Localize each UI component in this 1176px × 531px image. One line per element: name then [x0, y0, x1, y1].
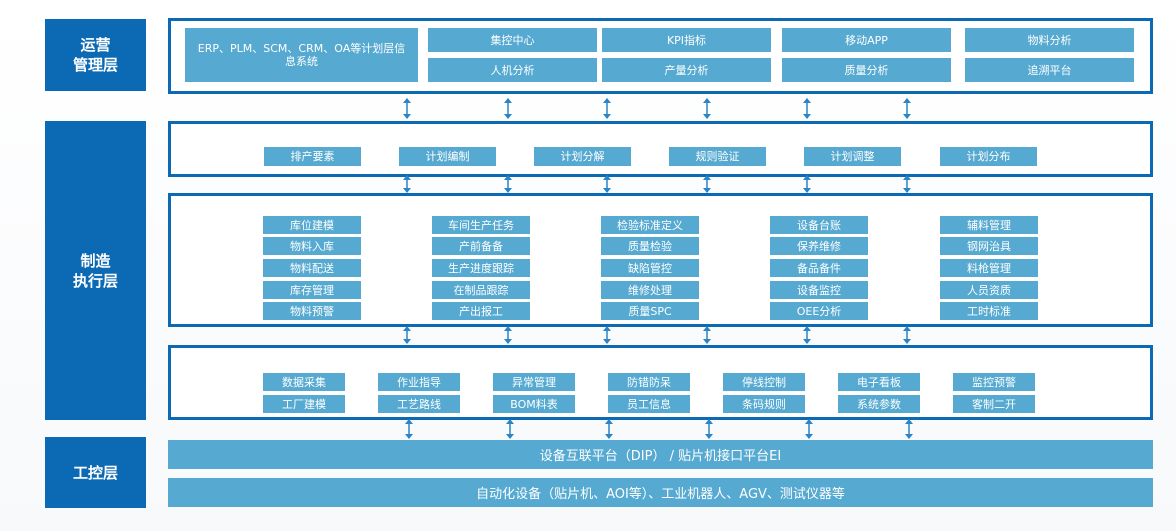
- double-arrow-icon: [504, 98, 512, 119]
- layer-label-control: 工控层: [45, 437, 146, 508]
- execution-module: 缺陷管控: [601, 259, 699, 277]
- foundation-module: 工厂建模: [263, 395, 345, 413]
- execution-module: 设备监控: [770, 281, 868, 299]
- execution-module: 产前备备: [432, 237, 530, 255]
- management-module: 产量分析: [602, 58, 771, 82]
- foundation-module: 条码规则: [723, 395, 805, 413]
- execution-module: 质量检验: [601, 237, 699, 255]
- double-arrow-icon: [603, 175, 611, 193]
- double-arrow-icon: [803, 98, 811, 119]
- execution-module: 保养维修: [770, 237, 868, 255]
- foundation-module: 作业指导: [378, 373, 460, 391]
- management-module: 移动APP: [782, 28, 951, 52]
- foundation-module: 员工信息: [608, 395, 690, 413]
- layer-label-management: 运营 管理层: [45, 19, 146, 91]
- planning-module: 计划编制: [399, 147, 496, 166]
- double-arrow-icon: [603, 326, 611, 344]
- layer-label-management-text: 运营 管理层: [72, 36, 118, 74]
- execution-module: 库位建模: [263, 216, 361, 234]
- double-arrow-icon: [504, 326, 512, 344]
- layer-label-control-text: 工控层: [72, 463, 118, 482]
- execution-module: 物料预警: [263, 302, 361, 320]
- double-arrow-icon: [605, 419, 613, 439]
- execution-module: 在制品跟踪: [432, 281, 530, 299]
- management-module: 人机分析: [428, 58, 597, 82]
- foundation-module: BOM料表: [493, 395, 575, 413]
- double-arrow-icon: [403, 175, 411, 193]
- execution-module: OEE分析: [770, 302, 868, 320]
- foundation-module: 异常管理: [493, 373, 575, 391]
- execution-module: 物料入库: [263, 237, 361, 255]
- device-interconnect-bar: 设备互联平台（DIP） / 贴片机接口平台EI: [168, 440, 1153, 469]
- execution-module: 质量SPC: [601, 302, 699, 320]
- automation-equipment-bar: 自动化设备（贴片机、AOI等）、工业机器人、AGV、测试仪器等: [168, 478, 1153, 507]
- double-arrow-icon: [403, 98, 411, 119]
- execution-module: 车间生产任务: [432, 216, 530, 234]
- double-arrow-icon: [506, 419, 514, 439]
- foundation-module: 停线控制: [723, 373, 805, 391]
- double-arrow-icon: [903, 98, 911, 119]
- execution-module: 库存管理: [263, 281, 361, 299]
- management-module: 质量分析: [782, 58, 951, 82]
- execution-module: 备品备件: [770, 259, 868, 277]
- planning-module: 计划调整: [804, 147, 901, 166]
- automation-equipment-text: 自动化设备（贴片机、AOI等）、工业机器人、AGV、测试仪器等: [476, 487, 845, 502]
- layer-label-execution: 制造 执行层: [45, 121, 146, 420]
- double-arrow-icon: [703, 175, 711, 193]
- layer-label-execution-text: 制造 执行层: [72, 251, 118, 290]
- planning-module: 排产要素: [264, 147, 361, 166]
- double-arrow-icon: [903, 326, 911, 344]
- double-arrow-icon: [405, 419, 413, 439]
- double-arrow-icon: [905, 419, 913, 439]
- double-arrow-icon: [504, 175, 512, 193]
- foundation-module: 电子看板: [838, 373, 920, 391]
- execution-module: 物料配送: [263, 259, 361, 277]
- execution-module: 料枪管理: [940, 259, 1038, 277]
- foundation-module: 防错防呆: [608, 373, 690, 391]
- double-arrow-icon: [703, 326, 711, 344]
- device-interconnect-text: 设备互联平台（DIP） / 贴片机接口平台EI: [539, 449, 782, 464]
- double-arrow-icon: [903, 175, 911, 193]
- double-arrow-icon: [603, 98, 611, 119]
- foundation-module: 数据采集: [263, 373, 345, 391]
- management-module: 集控中心: [428, 28, 597, 52]
- execution-module: 设备台账: [770, 216, 868, 234]
- double-arrow-icon: [705, 419, 713, 439]
- plan-systems-text: ERP、PLM、SCM、CRM、OA等计划层信息系统: [197, 42, 406, 68]
- planning-module: 规则验证: [669, 147, 766, 166]
- execution-module: 辅料管理: [940, 216, 1038, 234]
- execution-module: 生产进度跟踪: [432, 259, 530, 277]
- double-arrow-icon: [803, 175, 811, 193]
- execution-module: 检验标准定义: [601, 216, 699, 234]
- double-arrow-icon: [805, 419, 813, 439]
- planning-module: 计划分布: [940, 147, 1037, 166]
- plan-systems-box: ERP、PLM、SCM、CRM、OA等计划层信息系统: [185, 28, 418, 82]
- planning-module: 计划分解: [534, 147, 631, 166]
- management-module: 追溯平台: [965, 58, 1134, 82]
- execution-module: 维修处理: [601, 281, 699, 299]
- double-arrow-icon: [403, 326, 411, 344]
- execution-module: 产出报工: [432, 302, 530, 320]
- foundation-module: 系统参数: [838, 395, 920, 413]
- double-arrow-icon: [703, 98, 711, 119]
- foundation-module: 监控预警: [953, 373, 1035, 391]
- execution-module: 人员资质: [940, 281, 1038, 299]
- foundation-module: 工艺路线: [378, 395, 460, 413]
- double-arrow-icon: [803, 326, 811, 344]
- management-module: 物料分析: [965, 28, 1134, 52]
- management-module: KPI指标: [602, 28, 771, 52]
- execution-module: 工时标准: [940, 302, 1038, 320]
- execution-module: 钢网治具: [940, 237, 1038, 255]
- foundation-module: 客制二开: [953, 395, 1035, 413]
